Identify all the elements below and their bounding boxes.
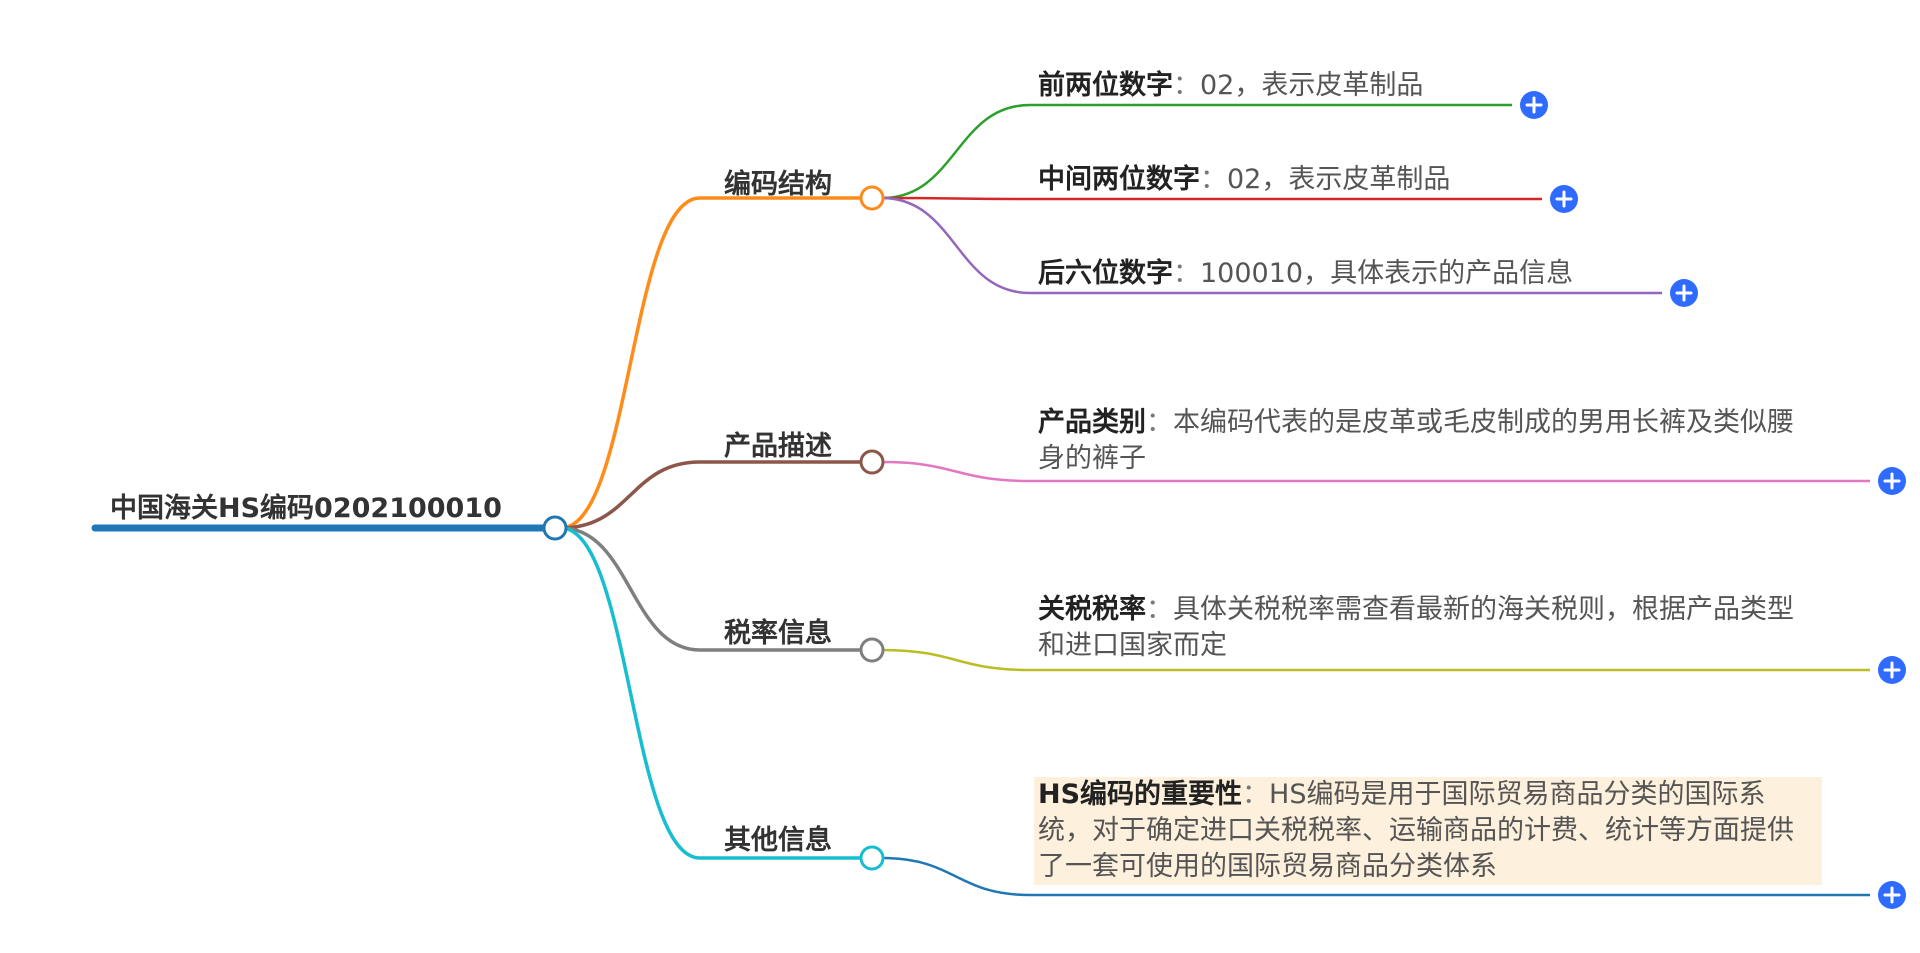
leaf-title: 关税税率	[1038, 594, 1146, 625]
leaf-title: 前两位数字	[1038, 70, 1173, 101]
branch-node-circle[interactable]	[859, 845, 885, 871]
leaf-body: 具体关税税率需查看最新的海关税则，根据产品类型和进口国家而定	[1038, 594, 1794, 661]
leaf-connector	[881, 648, 1870, 672]
leaf-connector	[881, 856, 1870, 897]
branch-tax-info[interactable]: 税率信息	[724, 618, 832, 649]
branch-other-info[interactable]: 其他信息	[724, 825, 832, 856]
leaf-connector	[881, 460, 1870, 483]
leaf-title: 中间两位数字	[1038, 164, 1200, 195]
expand-button[interactable]	[1878, 467, 1906, 495]
leaf-separator: ：	[1173, 70, 1200, 101]
leaf-title: 后六位数字	[1038, 258, 1173, 289]
node-markers	[542, 91, 1906, 909]
leaf-separator: ：	[1146, 594, 1173, 625]
branch-encoding-structure[interactable]: 编码结构	[724, 169, 832, 200]
leaf-separator: ：	[1200, 164, 1227, 195]
leaf-hs-importance[interactable]: HS编码的重要性：HS编码是用于国际贸易商品分类的国际系统，对于确定进口关税税率…	[1034, 777, 1822, 885]
branch-connector	[560, 526, 862, 860]
leaf-product-category[interactable]: 产品类别：本编码代表的是皮革或毛皮制成的男用长裤及类似腰身的裤子	[1038, 405, 1818, 477]
plus-icon	[1883, 472, 1901, 490]
leaf-title: HS编码的重要性	[1038, 779, 1243, 810]
branch-connector	[560, 460, 862, 530]
leaf-connector	[881, 103, 1512, 200]
root-topic[interactable]: 中国海关HS编码0202100010	[110, 493, 502, 524]
expand-button[interactable]	[1670, 279, 1698, 307]
leaf-connector	[881, 196, 1662, 295]
branch-node-circle[interactable]	[859, 637, 885, 663]
leaf-body: 02，表示皮革制品	[1200, 70, 1424, 101]
leaf-body: 本编码代表的是皮革或毛皮制成的男用长裤及类似腰身的裤子	[1038, 407, 1794, 474]
plus-icon	[1883, 886, 1901, 904]
plus-icon	[1555, 190, 1573, 208]
branch-node-circle[interactable]	[859, 185, 885, 211]
root-node-circle[interactable]	[542, 515, 568, 541]
leaf-body: HS编码是用于国际贸易商品分类的国际系统，对于确定进口关税税率、运输商品的计费、…	[1038, 779, 1794, 882]
plus-icon	[1525, 96, 1543, 114]
leaf-body: 02，表示皮革制品	[1227, 164, 1451, 195]
leaf-separator: ：	[1173, 258, 1200, 289]
branch-connector	[560, 196, 862, 530]
connector-lines	[91, 103, 1870, 897]
expand-button[interactable]	[1878, 656, 1906, 684]
expand-button[interactable]	[1520, 91, 1548, 119]
branch-connector	[560, 526, 862, 652]
plus-icon	[1675, 284, 1693, 302]
branch-node-circle[interactable]	[859, 449, 885, 475]
leaf-last-six-digits[interactable]: 后六位数字：100010，具体表示的产品信息	[1038, 256, 1573, 292]
expand-button[interactable]	[1878, 881, 1906, 909]
leaf-tariff-rate[interactable]: 关税税率：具体关税税率需查看最新的海关税则，根据产品类型和进口国家而定	[1038, 592, 1818, 664]
leaf-middle-two-digits[interactable]: 中间两位数字：02，表示皮革制品	[1038, 162, 1450, 198]
branch-product-description[interactable]: 产品描述	[724, 431, 832, 462]
leaf-title: 产品类别	[1038, 407, 1146, 438]
leaf-separator: ：	[1242, 779, 1270, 810]
expand-button[interactable]	[1550, 185, 1578, 213]
leaf-connector	[881, 196, 1542, 201]
leaf-body: 100010，具体表示的产品信息	[1200, 258, 1574, 289]
plus-icon	[1883, 661, 1901, 679]
leaf-separator: ：	[1146, 407, 1173, 438]
leaf-first-two-digits[interactable]: 前两位数字：02，表示皮革制品	[1038, 68, 1423, 104]
